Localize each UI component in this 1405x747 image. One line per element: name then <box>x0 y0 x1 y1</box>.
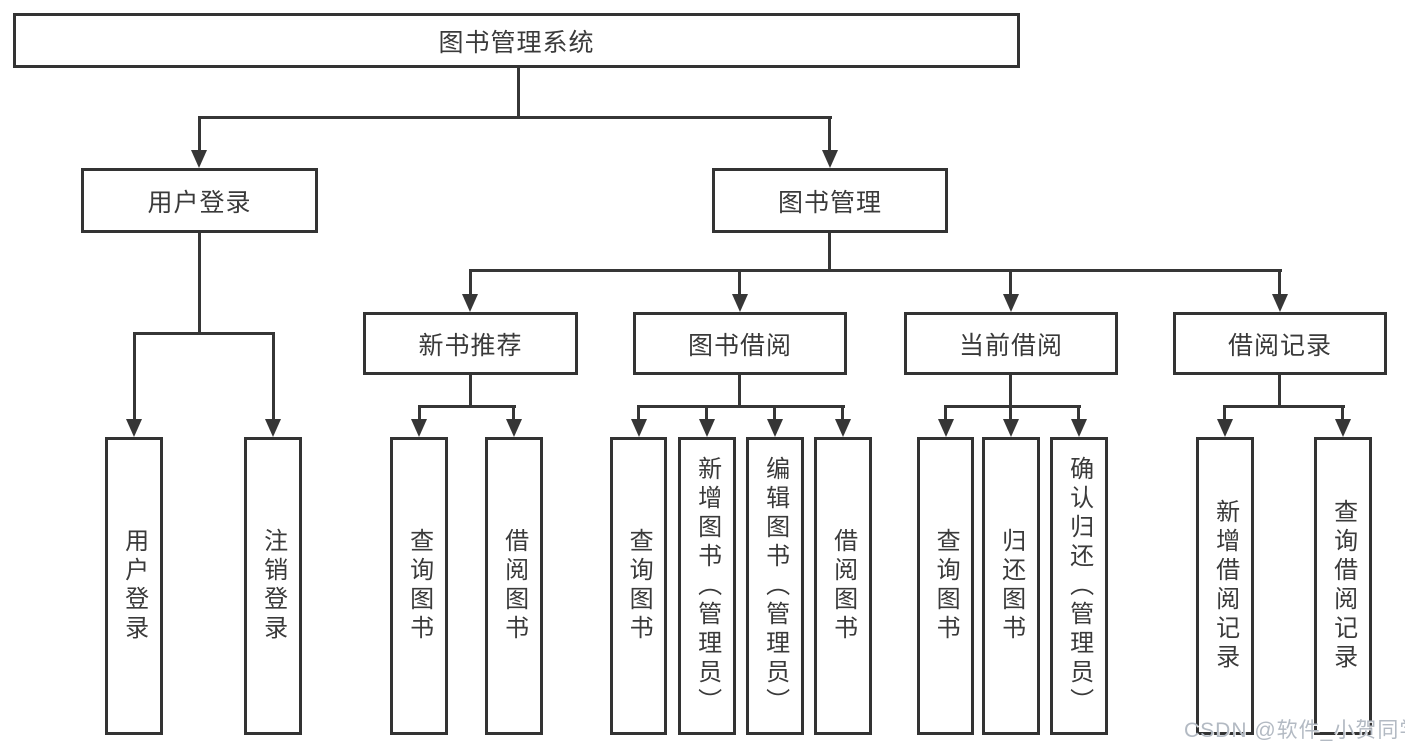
edge-line <box>1009 269 1012 296</box>
leaf-query-borrow-record: 查询借阅记录 <box>1314 437 1372 735</box>
leaf-query-books-current: 查询图书 <box>917 437 974 735</box>
edge-line <box>198 116 832 119</box>
edge-line <box>841 405 844 421</box>
node-user-login: 用户登录 <box>81 168 318 233</box>
edge-line <box>637 405 845 408</box>
edge-line <box>469 373 472 407</box>
arrow-down-icon <box>938 419 954 437</box>
edge-line <box>738 373 741 407</box>
node-label: 借阅图书 <box>500 528 528 644</box>
arrow-down-icon <box>822 150 838 168</box>
edge-line <box>418 405 516 408</box>
arrow-down-icon <box>1003 419 1019 437</box>
edge-line <box>828 231 831 272</box>
arrow-down-icon <box>1071 419 1087 437</box>
arrow-down-icon <box>1003 294 1019 312</box>
edge-line <box>738 269 741 296</box>
edge-line <box>944 405 947 421</box>
arrow-down-icon <box>1335 419 1351 437</box>
leaf-return-books: 归还图书 <box>982 437 1040 735</box>
node-label: 图书借阅 <box>687 331 792 360</box>
edge-line <box>198 231 201 335</box>
leaf-borrow-books: 借阅图书 <box>814 437 872 735</box>
node-label: 查询图书 <box>405 528 433 644</box>
node-label: 用户登录 <box>147 188 252 217</box>
arrow-down-icon <box>126 419 142 437</box>
node-new-book-recommend: 新书推荐 <box>363 312 578 375</box>
node-label: 查询借阅记录 <box>1329 499 1357 673</box>
edge-line <box>828 116 831 151</box>
edge-line <box>133 332 136 421</box>
arrow-down-icon <box>699 419 715 437</box>
node-current-borrow: 当前借阅 <box>904 312 1118 375</box>
leaf-add-borrow-record: 新增借阅记录 <box>1196 437 1254 735</box>
arrow-down-icon <box>835 419 851 437</box>
arrow-down-icon <box>191 150 207 168</box>
node-borrow-record: 借阅记录 <box>1173 312 1387 375</box>
edge-line <box>637 405 640 421</box>
node-label: 当前借阅 <box>958 331 1063 360</box>
node-library-system: 图书管理系统 <box>13 13 1020 68</box>
node-label: 用户登录 <box>120 528 148 644</box>
arrow-down-icon <box>411 419 427 437</box>
arrow-down-icon <box>732 294 748 312</box>
leaf-query-books-recommend: 查询图书 <box>390 437 448 735</box>
edge-line <box>944 405 1081 408</box>
edge-line <box>1223 405 1226 421</box>
leaf-logout: 注销登录 <box>244 437 302 735</box>
arrow-down-icon <box>462 294 478 312</box>
arrow-down-icon <box>767 419 783 437</box>
arrow-down-icon <box>631 419 647 437</box>
leaf-confirm-return-admin: 确认归还（管理员） <box>1050 437 1108 735</box>
arrow-down-icon <box>265 419 281 437</box>
edge-line <box>272 332 275 421</box>
edge-line <box>1278 373 1281 407</box>
node-label: 图书管理系统 <box>438 28 595 57</box>
edge-line <box>517 66 520 118</box>
node-label: 借阅图书 <box>829 528 857 644</box>
node-label: 新增图书（管理员） <box>693 455 721 717</box>
edge-line <box>469 269 472 296</box>
node-label: 借阅记录 <box>1227 331 1332 360</box>
node-label: 编辑图书（管理员） <box>761 455 789 717</box>
edge-line <box>133 332 275 335</box>
edge-line <box>469 269 1282 272</box>
edge-line <box>1278 269 1281 296</box>
node-label: 归还图书 <box>997 528 1025 644</box>
leaf-borrow-books-recommend: 借阅图书 <box>485 437 543 735</box>
edge-line <box>1009 373 1012 407</box>
node-label: 查询图书 <box>625 528 653 644</box>
edge-line <box>773 405 776 421</box>
arrow-down-icon <box>506 419 522 437</box>
node-book-borrow: 图书借阅 <box>633 312 847 375</box>
edge-line <box>1077 405 1080 421</box>
node-label: 查询图书 <box>932 528 960 644</box>
edge-line <box>1009 405 1012 421</box>
edge-line <box>705 405 708 421</box>
node-label: 新增借阅记录 <box>1211 499 1239 673</box>
leaf-edit-books-admin: 编辑图书（管理员） <box>746 437 804 735</box>
node-label: 确认归还（管理员） <box>1065 455 1093 717</box>
arrow-down-icon <box>1272 294 1288 312</box>
edge-line <box>1341 405 1344 421</box>
node-label: 图书管理 <box>777 188 882 217</box>
edge-line <box>1223 405 1345 408</box>
node-label: 新书推荐 <box>418 331 523 360</box>
edge-line <box>418 405 421 421</box>
edge-line <box>198 116 201 151</box>
node-book-management: 图书管理 <box>712 168 948 233</box>
edge-line <box>512 405 515 421</box>
arrow-down-icon <box>1217 419 1233 437</box>
leaf-user-login: 用户登录 <box>105 437 163 735</box>
node-label: 注销登录 <box>259 528 287 644</box>
csdn-watermark: CSDN @软件_小贺同学 <box>1184 719 1405 742</box>
leaf-add-books-admin: 新增图书（管理员） <box>678 437 736 735</box>
leaf-query-books-borrow: 查询图书 <box>610 437 667 735</box>
